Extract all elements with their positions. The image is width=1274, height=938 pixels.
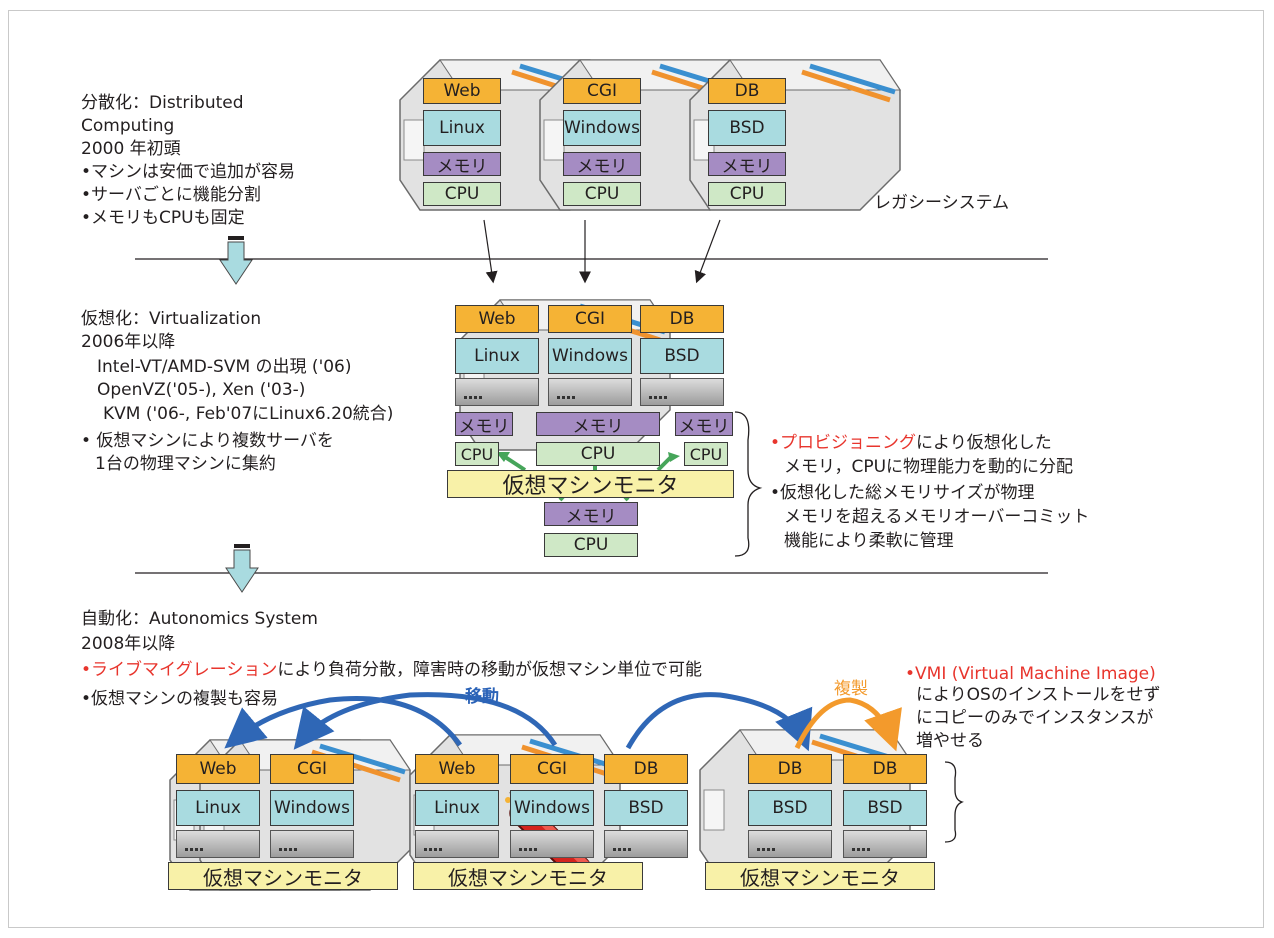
move-label: 移動	[465, 687, 499, 707]
virtual-machine-monitor: 仮想マシンモニタ	[705, 862, 935, 890]
overcommit-note: •仮想化した総メモリサイズが物理	[770, 483, 1035, 503]
migration-arrow	[224, 695, 463, 749]
vmi-note: によりOSのインストールをせず	[916, 685, 1161, 705]
vm-app-box: DB	[843, 754, 927, 784]
vm-memory-box: メモリ	[675, 412, 733, 436]
virtual-machine-monitor: 仮想マシンモニタ	[168, 862, 398, 890]
live-migration-text: により負荷分散，障害時の移動が仮想マシン単位で可能	[277, 660, 703, 680]
down-arrow-icon	[225, 544, 259, 593]
cpu-box: CPU	[423, 182, 501, 206]
app-box-db: DB	[708, 78, 786, 104]
vm-memory-box: メモリ	[536, 412, 660, 436]
vm-os-box: BSD	[843, 790, 927, 826]
disk-unit	[270, 830, 354, 858]
section2-year: 2006年以降	[81, 332, 176, 352]
disk-unit	[510, 830, 594, 858]
legacy-system-label: レガシーシステム	[874, 193, 1010, 213]
vm-os-box: Linux	[415, 790, 499, 826]
section2-bullet-cont: 1台の物理マシンに集約	[95, 454, 276, 474]
vm-cpu-box: CPU	[536, 442, 660, 466]
disk-unit	[548, 378, 632, 406]
live-migration-note: •ライブマイグレーションにより負荷分散，障害時の移動が仮想マシン単位で可能	[81, 659, 702, 681]
vm-memory-box: メモリ	[455, 412, 513, 436]
disk-unit	[415, 830, 499, 858]
vm-os-box: Windows	[270, 790, 354, 826]
vmi-highlight: •VMI (Virtual Machine Image)	[905, 664, 1156, 684]
vm-os-box: Linux	[455, 338, 539, 374]
section1-title: 分散化：Distributed	[81, 93, 244, 113]
migration-arrow	[625, 692, 813, 752]
vm-app-box: DB	[604, 754, 688, 784]
app-box-cgi: CGI	[563, 78, 641, 104]
disk-unit	[843, 830, 927, 858]
vm-app-box: CGI	[548, 305, 632, 333]
section2-title: 仮想化：Virtualization	[81, 309, 262, 329]
section2-detail: OpenVZ('05-), Xen ('03-)	[97, 380, 306, 400]
disk-unit	[604, 830, 688, 858]
provisioning-highlight: •プロビジョニング	[770, 433, 917, 453]
vm-app-box: DB	[748, 754, 832, 784]
section1-title-cont: Computing	[81, 116, 175, 136]
section1-bullet: •マシンは安価で追加が容易	[81, 162, 296, 182]
vm-cpu-box: CPU	[684, 442, 728, 466]
os-box-linux: Linux	[423, 110, 501, 146]
cpu-box: CPU	[563, 182, 641, 206]
section1-bullet: •サーバごとに機能分割	[81, 185, 261, 205]
vm-app-box: CGI	[510, 754, 594, 784]
vm-app-box: Web	[455, 305, 539, 333]
provisioning-note: •プロビジョニングにより仮想化した	[770, 432, 1052, 454]
provisioning-text: により仮想化した	[916, 433, 1052, 453]
brace	[734, 411, 763, 557]
vm-os-box: BSD	[604, 790, 688, 826]
vm-os-box: Windows	[548, 338, 632, 374]
memory-box: メモリ	[708, 152, 786, 176]
section1-bullet: •メモリもCPUも固定	[81, 208, 245, 228]
provisioning-note-line: メモリ，CPUに物理能力を動的に分配	[784, 457, 1074, 477]
copy-arrow	[794, 697, 902, 752]
os-box-windows: Windows	[563, 110, 641, 146]
overcommit-note-line: 機能により柔軟に管理	[784, 531, 954, 551]
physical-memory-box: メモリ	[544, 502, 638, 526]
section2-detail: KVM ('06-, Feb'07にLinux6.20統合)	[103, 404, 394, 424]
disk-unit	[640, 378, 724, 406]
vmi-note: 増やせる	[916, 731, 984, 751]
section2-bullet: • 仮想マシンにより複数サーバを	[81, 431, 334, 451]
overcommit-note-line: メモリを超えるメモリオーバーコミット	[784, 507, 1090, 527]
os-box-bsd: BSD	[708, 110, 786, 146]
cpu-box: CPU	[708, 182, 786, 206]
vm-app-box: Web	[176, 754, 260, 784]
vm-os-box: Linux	[176, 790, 260, 826]
memory-box: メモリ	[563, 152, 641, 176]
physical-cpu-box: CPU	[544, 533, 638, 557]
vmi-note: にコピーのみでインスタンスが	[916, 708, 1154, 728]
vm-os-box: BSD	[748, 790, 832, 826]
brace	[944, 761, 964, 843]
disk-unit	[455, 378, 539, 406]
section1-year: 2000 年初頭	[81, 139, 181, 159]
migration-arrow	[293, 692, 558, 750]
vm-app-box: Web	[415, 754, 499, 784]
copy-note: •仮想マシンの複製も容易	[81, 689, 279, 709]
vm-os-box: Windows	[510, 790, 594, 826]
memory-box: メモリ	[423, 152, 501, 176]
vm-app-box: DB	[640, 305, 724, 333]
disk-unit	[748, 830, 832, 858]
vm-app-box: CGI	[270, 754, 354, 784]
app-box-web: Web	[423, 78, 501, 104]
copy-label: 複製	[834, 679, 868, 699]
disk-unit	[176, 830, 260, 858]
vm-os-box: BSD	[640, 338, 724, 374]
section3-title: 自動化：Autonomics System	[81, 609, 318, 629]
live-migration-highlight: •ライブマイグレーション	[81, 660, 278, 680]
vm-cpu-box: CPU	[455, 442, 499, 466]
virtual-machine-monitor: 仮想マシンモニタ	[413, 862, 643, 890]
diagram-frame	[8, 10, 1264, 928]
section2-detail: Intel-VT/AMD-SVM の出現 ('06)	[97, 357, 352, 377]
section3-year: 2008年以降	[81, 634, 176, 654]
down-arrow-icon	[219, 236, 253, 285]
virtual-machine-monitor: 仮想マシンモニタ	[447, 470, 734, 498]
